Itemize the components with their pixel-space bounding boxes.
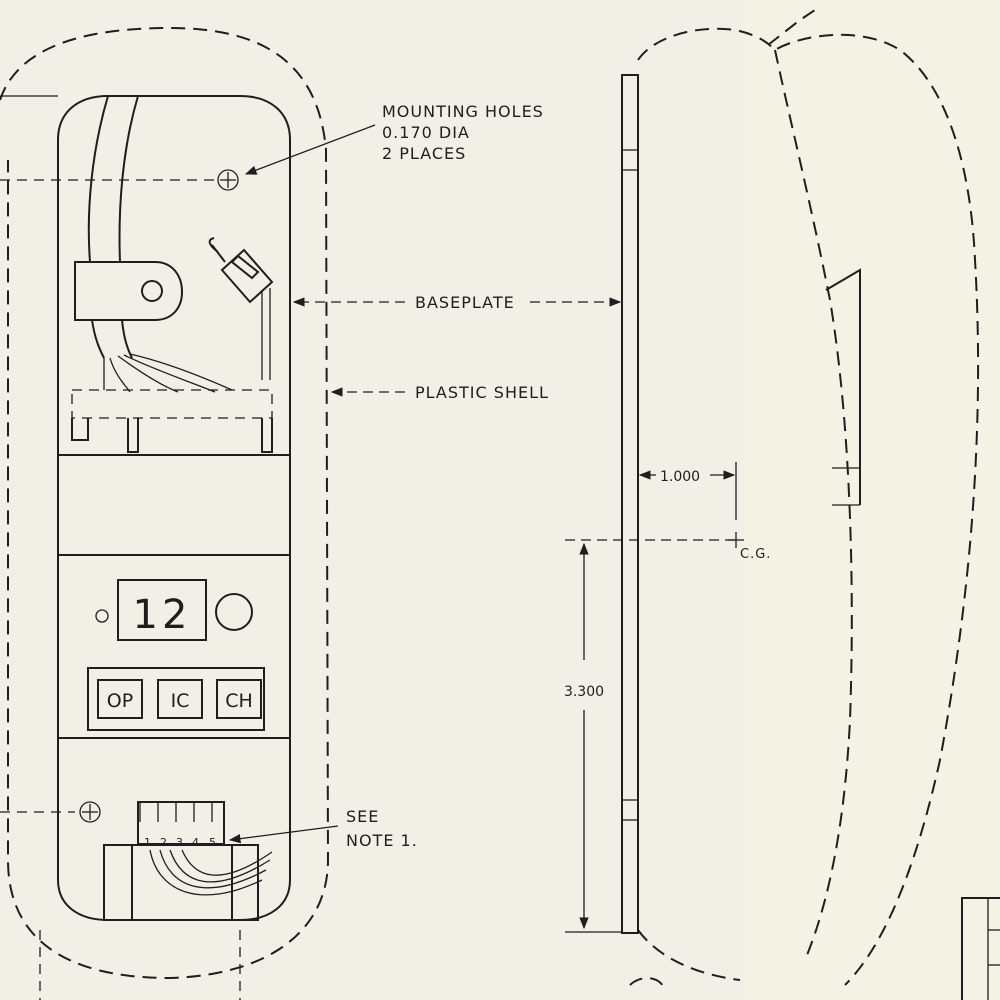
dim-offset-value: 1.000 xyxy=(660,469,700,485)
pin-label-4: 4 xyxy=(192,836,199,849)
plastic-shell-outline xyxy=(0,26,330,980)
display-knob[interactable] xyxy=(215,593,253,631)
cord-band-lower xyxy=(91,319,133,359)
cord-band xyxy=(87,95,139,263)
callout-plastic-shell-label: PLASTIC SHELL xyxy=(415,383,549,402)
pin-label-2: 2 xyxy=(160,836,167,849)
mounting-hole-bottom xyxy=(79,801,101,823)
ch-button[interactable]: CH xyxy=(216,679,262,719)
handset-joint xyxy=(832,467,860,506)
connector-housing xyxy=(71,418,273,453)
callout-baseplate: BASEPLATE xyxy=(292,293,622,312)
dim-height-value: 3.300 xyxy=(564,684,604,700)
handset-profile xyxy=(774,49,853,961)
baseplate-outline xyxy=(57,95,291,921)
digit-display-value: 12 xyxy=(133,592,192,638)
ic-button[interactable]: IC xyxy=(157,679,203,719)
mounting-hole-top xyxy=(217,169,239,191)
svg-text:CH: CH xyxy=(225,690,253,712)
clamp-screw xyxy=(141,280,163,302)
baseplate-edge xyxy=(621,74,639,934)
pin-label-1: 1 xyxy=(144,836,151,849)
paper-fold-shade xyxy=(745,0,1000,1000)
digit-display xyxy=(117,579,207,641)
callout-mounting-holes-line3: 2 PLACES xyxy=(382,144,466,163)
side-foot xyxy=(629,977,666,991)
connector-block xyxy=(71,389,273,419)
callout-mounting-holes-line1: MOUNTING HOLES xyxy=(382,102,544,121)
indicator-led xyxy=(95,609,109,623)
hook-switch xyxy=(208,237,274,380)
svg-text:OP: OP xyxy=(107,690,133,712)
callout-see-note: SEE NOTE 1. xyxy=(228,807,418,850)
cg-label: C.G. xyxy=(740,547,771,562)
shell-profile xyxy=(637,27,980,986)
pin-label-5: 5 xyxy=(209,836,216,849)
callout-mounting-holes-line2: 0.170 DIA xyxy=(382,123,470,142)
callout-see-note-line2: NOTE 1. xyxy=(346,831,418,850)
handset-tip xyxy=(767,9,816,46)
button-panel xyxy=(87,667,265,731)
modular-jack xyxy=(103,801,273,921)
callout-see-note-line1: SEE xyxy=(346,807,379,826)
title-block-corner xyxy=(961,897,1000,1000)
pin-label-3: 3 xyxy=(176,836,183,849)
handset-edge xyxy=(825,268,861,505)
side-view: C.G. 1.000 3.300 xyxy=(564,9,980,991)
front-view: 12 OP IC CH 1 2 3 4 xyxy=(0,26,330,1000)
cord-clamp xyxy=(74,261,184,321)
wire-harness xyxy=(103,353,233,393)
callout-baseplate-label: BASEPLATE xyxy=(415,293,515,312)
op-button[interactable]: OP xyxy=(97,679,143,719)
svg-text:IC: IC xyxy=(171,690,190,712)
callout-plastic-shell: PLASTIC SHELL xyxy=(330,383,549,402)
callout-mounting-holes: MOUNTING HOLES 0.170 DIA 2 PLACES xyxy=(244,102,544,175)
